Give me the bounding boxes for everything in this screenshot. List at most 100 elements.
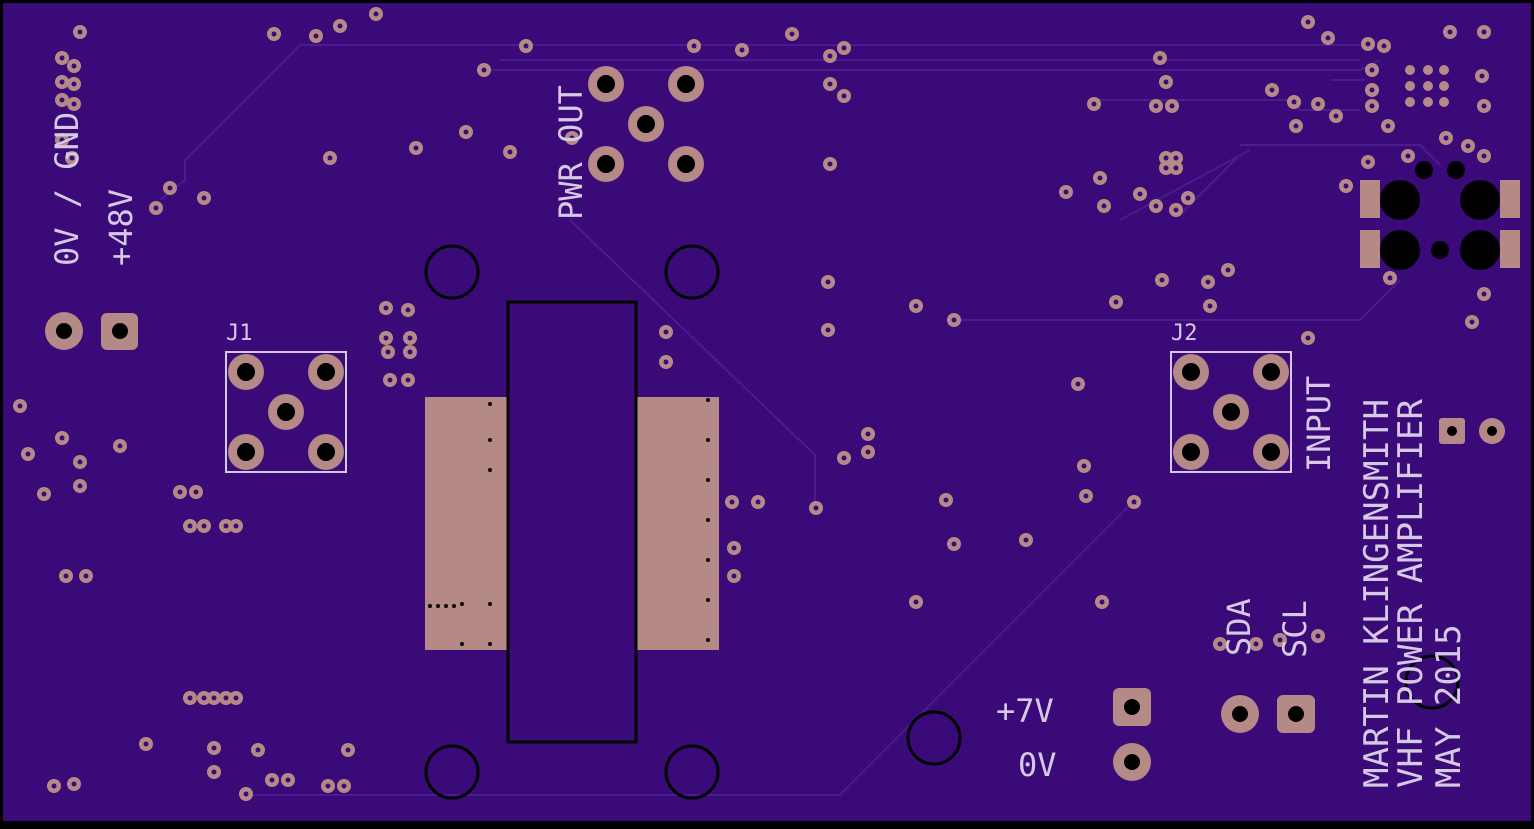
via-small bbox=[1405, 81, 1415, 91]
via-hole bbox=[69, 155, 75, 161]
via-hole bbox=[1443, 135, 1449, 141]
via-hole bbox=[1153, 203, 1159, 209]
via-hole bbox=[337, 23, 343, 29]
via-hole bbox=[1469, 319, 1475, 325]
via-hole bbox=[1277, 637, 1283, 643]
via-hole bbox=[951, 317, 957, 323]
via-hole bbox=[1207, 303, 1213, 309]
label-input: INPUT bbox=[1300, 376, 1338, 472]
via-hole bbox=[71, 781, 77, 787]
via-hole bbox=[1173, 207, 1179, 213]
via-hole bbox=[729, 499, 735, 505]
via-hole bbox=[167, 185, 173, 191]
via-hole bbox=[385, 349, 391, 355]
mounting-holes bbox=[424, 244, 1460, 800]
via-hole bbox=[327, 155, 333, 161]
via-hole bbox=[481, 67, 487, 73]
via-hole bbox=[841, 45, 847, 51]
via-hole bbox=[1381, 43, 1387, 49]
via-hole bbox=[1315, 101, 1321, 107]
via-hole bbox=[153, 205, 159, 211]
via-hole bbox=[827, 81, 833, 87]
via-hole bbox=[1113, 299, 1119, 305]
via-hole bbox=[63, 573, 69, 579]
via-hole bbox=[1325, 35, 1331, 41]
via-hole bbox=[1163, 79, 1169, 85]
via-hole bbox=[731, 545, 737, 551]
via-hole bbox=[51, 783, 57, 789]
via-hole bbox=[117, 443, 123, 449]
via-hole bbox=[1101, 203, 1107, 209]
label-author: MARTIN KLINGENSMITH bbox=[1357, 399, 1397, 788]
via-hole bbox=[1405, 153, 1411, 159]
via-small bbox=[1439, 97, 1449, 107]
via-hole bbox=[1465, 143, 1471, 149]
via-hole bbox=[77, 29, 83, 35]
via-hole bbox=[1315, 633, 1321, 639]
connector-j2 bbox=[1170, 351, 1292, 473]
via-hole bbox=[1369, 103, 1375, 109]
via-small bbox=[1423, 65, 1433, 75]
via-hole bbox=[269, 777, 275, 783]
via-hole bbox=[739, 47, 745, 53]
via-hole bbox=[177, 489, 183, 495]
via-hole bbox=[201, 695, 207, 701]
via-hole bbox=[341, 783, 347, 789]
via-hole bbox=[841, 93, 847, 99]
label-0v: 0V bbox=[1018, 746, 1057, 784]
via-hole bbox=[387, 377, 393, 383]
via-hole bbox=[1253, 641, 1259, 647]
via-hole bbox=[1159, 277, 1165, 283]
via-hole bbox=[1365, 41, 1371, 47]
via-hole bbox=[1387, 275, 1393, 281]
via-hole bbox=[71, 63, 77, 69]
via-hole bbox=[345, 747, 351, 753]
via-hole bbox=[1173, 165, 1179, 171]
via-hole bbox=[271, 31, 277, 37]
label-j2: J2 bbox=[1171, 321, 1198, 346]
label-pwr-out: PWR OUT bbox=[552, 85, 590, 220]
via-hole bbox=[211, 769, 217, 775]
via-hole bbox=[1169, 103, 1175, 109]
label-plus7v: +7V bbox=[996, 692, 1054, 730]
via-hole bbox=[1385, 123, 1391, 129]
via-hole bbox=[841, 455, 847, 461]
via-hole bbox=[1081, 463, 1087, 469]
via-hole bbox=[211, 695, 217, 701]
label-ground: 0V / GND bbox=[48, 112, 86, 266]
via-hole bbox=[1291, 99, 1297, 105]
via-hole bbox=[1137, 191, 1143, 197]
via-hole bbox=[913, 599, 919, 605]
via-hole bbox=[59, 435, 65, 441]
via-hole bbox=[223, 695, 229, 701]
via-small bbox=[1439, 65, 1449, 75]
via-hole bbox=[731, 573, 737, 579]
via-hole bbox=[255, 747, 261, 753]
via-hole bbox=[83, 573, 89, 579]
via-hole bbox=[663, 359, 669, 365]
via-hole bbox=[813, 505, 819, 511]
via-hole bbox=[865, 431, 871, 437]
via-hole bbox=[755, 499, 761, 505]
via-hole bbox=[59, 79, 65, 85]
via-hole bbox=[143, 741, 149, 747]
via-hole bbox=[827, 161, 833, 167]
label-date: MAY 2015 bbox=[1429, 624, 1469, 788]
via-hole bbox=[825, 327, 831, 333]
via-hole bbox=[383, 305, 389, 311]
via-hole bbox=[243, 791, 249, 797]
via-hole bbox=[187, 695, 193, 701]
via-hole bbox=[193, 489, 199, 495]
via-hole bbox=[25, 451, 31, 457]
via-hole bbox=[77, 483, 83, 489]
via-hole bbox=[1205, 279, 1211, 285]
via-hole bbox=[943, 497, 949, 503]
via-hole bbox=[1163, 165, 1169, 171]
via-hole bbox=[1075, 381, 1081, 387]
via-small bbox=[1423, 97, 1433, 107]
power-out-pads bbox=[588, 66, 704, 182]
via-hole bbox=[59, 55, 65, 61]
via-hole bbox=[383, 335, 389, 341]
via-hole bbox=[1163, 155, 1169, 161]
transistor-outline bbox=[506, 300, 638, 744]
